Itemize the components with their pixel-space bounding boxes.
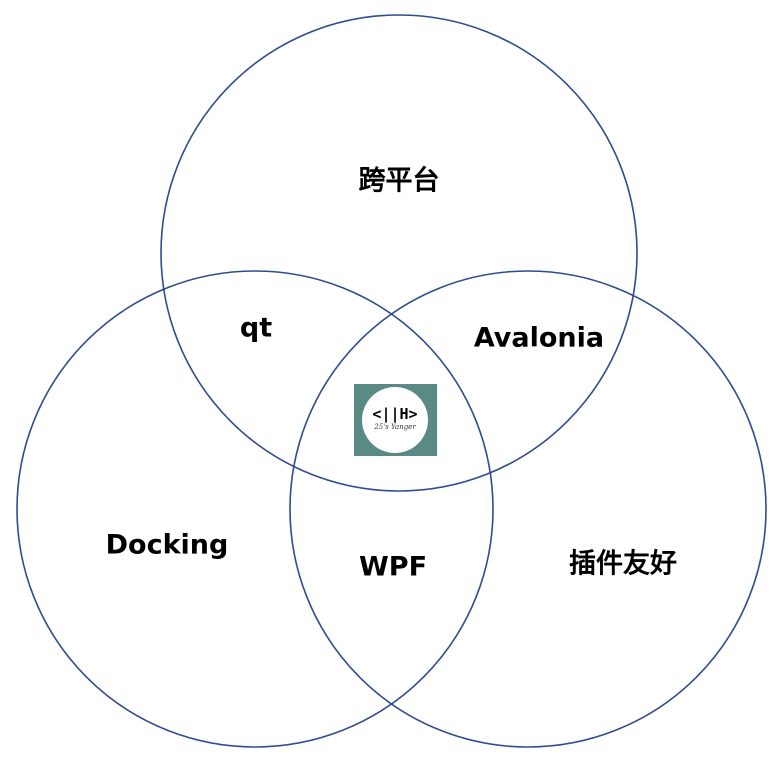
label-left-right: WPF: [358, 551, 428, 583]
label-left: Docking: [105, 529, 229, 561]
circle-top: [160, 14, 638, 492]
logo-signature: 25's Yanger: [374, 423, 416, 431]
label-right: 插件友好: [569, 548, 677, 580]
circle-right: [289, 270, 767, 748]
logo-mark: <||H>: [372, 405, 418, 423]
label-top-left: qt: [239, 312, 273, 344]
label-top: 跨平台: [358, 165, 440, 197]
center-logo: <||H> 25's Yanger: [354, 384, 437, 456]
label-top-right: Avalonia: [473, 322, 605, 354]
circle-left: [16, 270, 494, 748]
logo-disc: <||H> 25's Yanger: [362, 387, 428, 453]
